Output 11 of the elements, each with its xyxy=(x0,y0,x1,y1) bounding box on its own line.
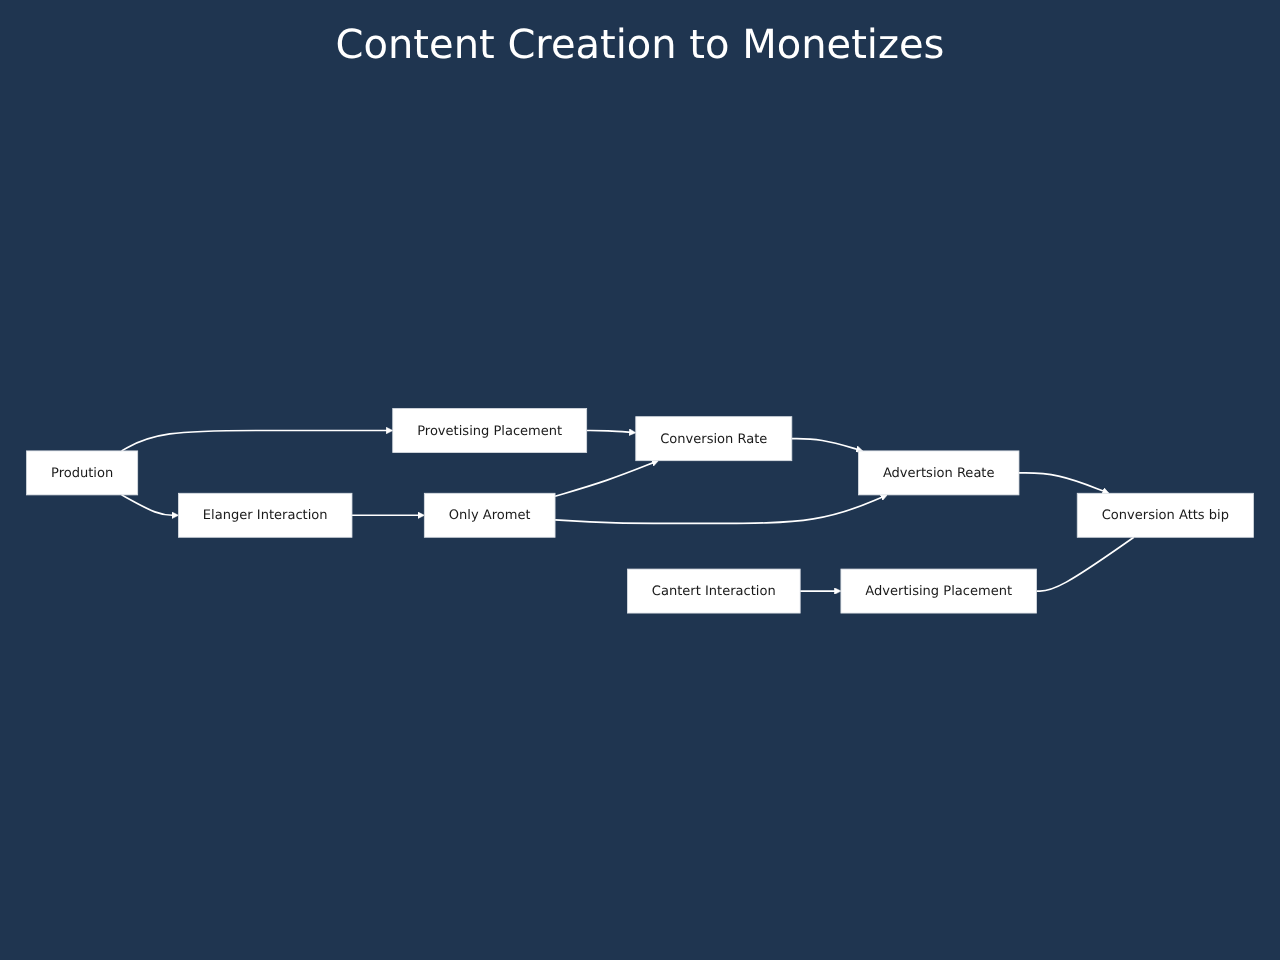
arrow xyxy=(585,427,637,435)
diagram-title: Content Creation to Monetizes xyxy=(333,20,947,68)
arrow xyxy=(791,437,864,452)
arrow xyxy=(120,426,394,451)
arrow xyxy=(1018,471,1110,494)
arrow xyxy=(351,510,425,519)
arrow xyxy=(554,458,659,497)
arrow xyxy=(554,493,888,524)
arrow xyxy=(799,586,842,594)
arrow xyxy=(120,493,179,519)
connector xyxy=(1035,535,1135,592)
